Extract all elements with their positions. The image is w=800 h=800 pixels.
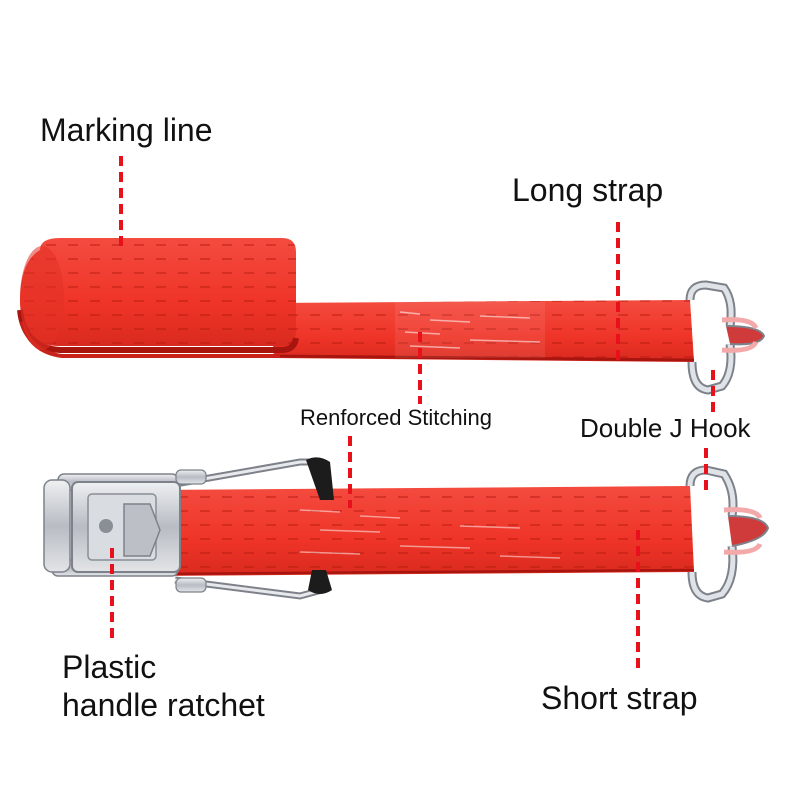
strap-roll-icon (17, 238, 299, 358)
label-short-strap: Short strap (541, 680, 698, 716)
ratchet-buckle-icon (43, 457, 334, 600)
label-long-strap: Long strap (512, 172, 664, 208)
long-strap-assembly (17, 238, 766, 395)
short-strap-assembly (43, 457, 770, 603)
label-marking-line: Marking line (40, 112, 213, 148)
double-j-hook-icon (685, 465, 770, 603)
label-double-j-hook: Double J Hook (580, 413, 751, 443)
stitch-marks-top (399, 311, 541, 349)
label-plastic-handle-ratchet-line2: handle ratchet (62, 687, 265, 723)
label-reinforced-stitching: Renforced Stitching (300, 405, 492, 430)
label-plastic-handle-ratchet-line1: Plastic (62, 649, 157, 685)
label-plastic-handle-ratchet: Plastic handle ratchet (62, 648, 265, 724)
stitching-patch-top (395, 302, 545, 358)
leader-lines (110, 156, 715, 668)
plastic-handle-grip (306, 457, 334, 500)
stitch-marks-bottom (299, 509, 561, 559)
double-j-hook-icon (685, 280, 766, 395)
